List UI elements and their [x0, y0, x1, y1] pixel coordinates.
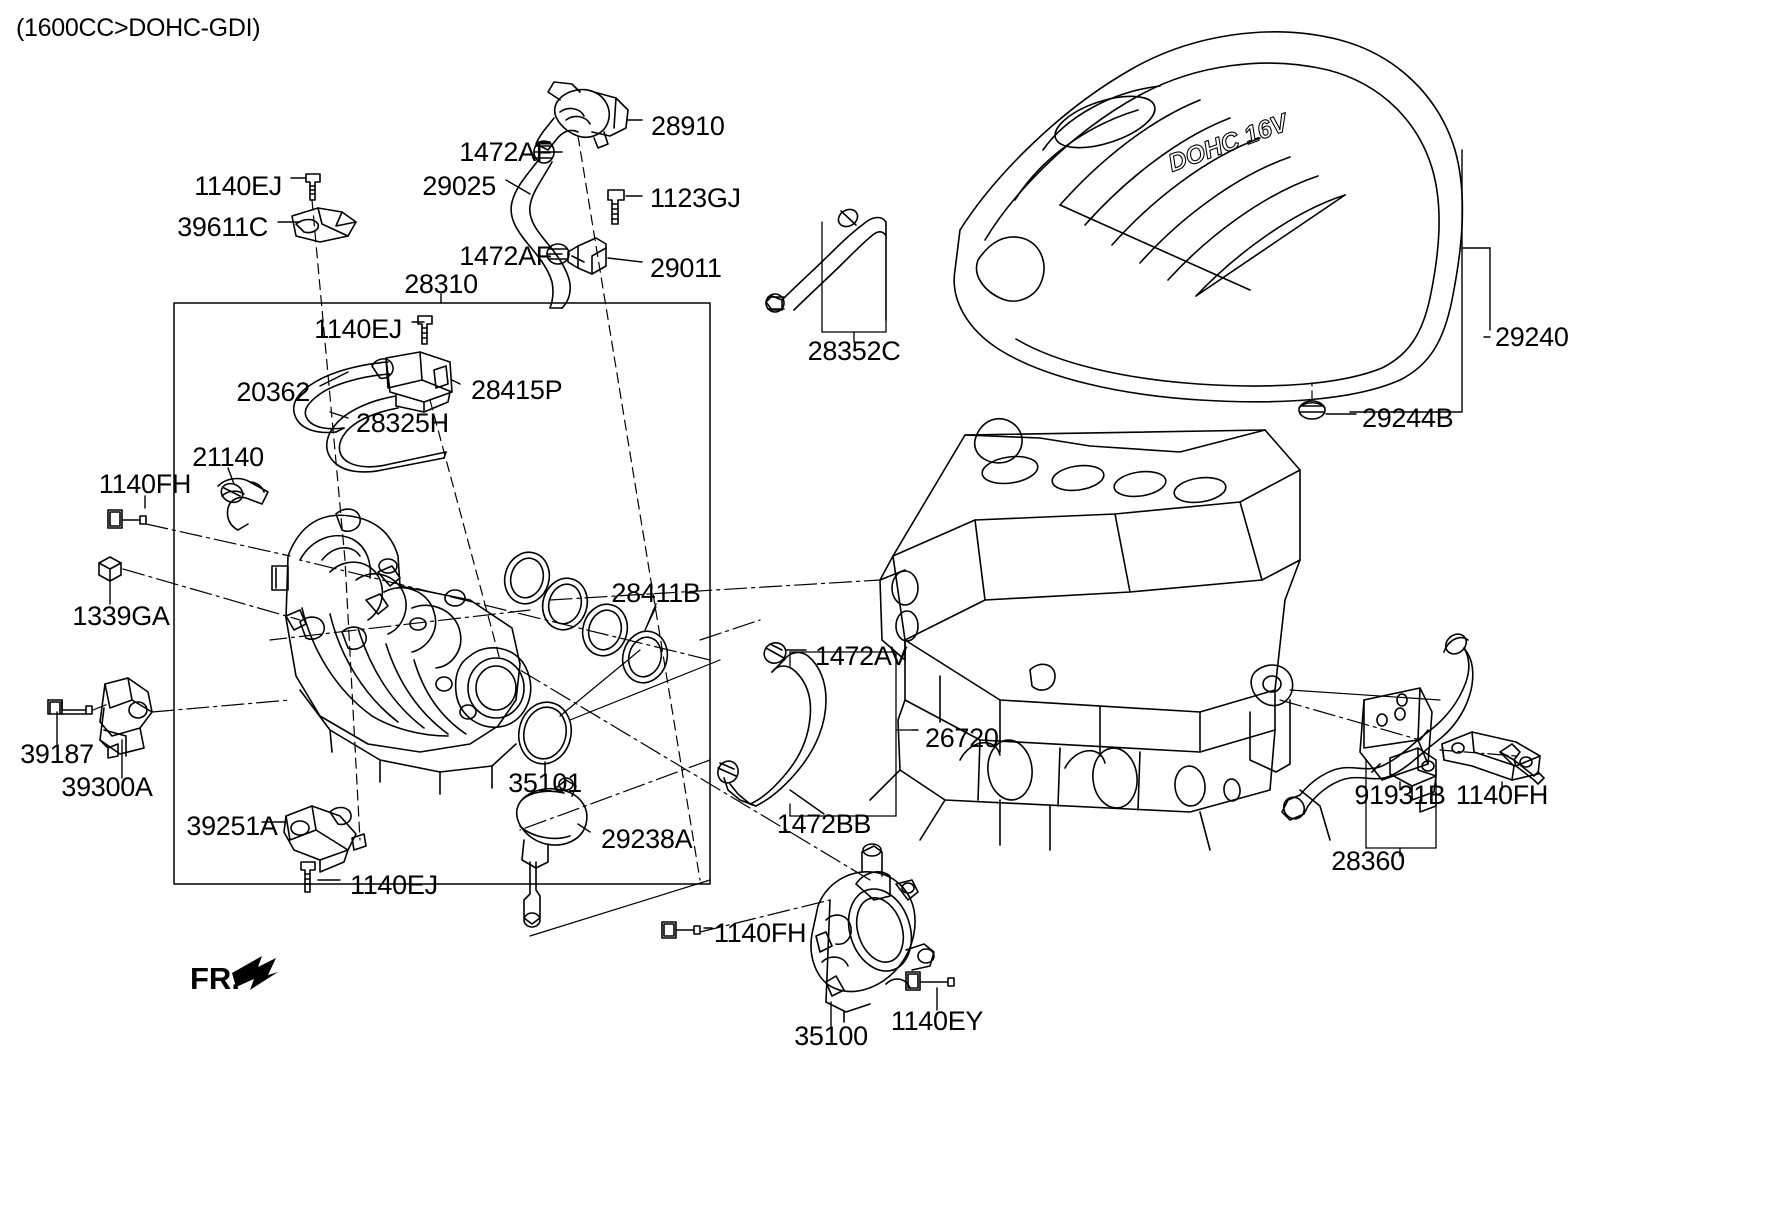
- sensor-39300A: [99, 677, 153, 759]
- callout-29238A: 29238A: [601, 824, 693, 854]
- callout-35100: 35100: [794, 1021, 868, 1051]
- bracket-39251A: [283, 805, 367, 873]
- hose-28352C: [765, 208, 887, 343]
- callout-29240: 29240: [1495, 322, 1569, 352]
- callout-1140EY: 1140EY: [890, 1006, 984, 1036]
- callout-28310: 28310: [404, 269, 478, 299]
- bracket-29011: [567, 237, 607, 275]
- callout-28360: 28360: [1331, 846, 1405, 876]
- bolt-1140EY: [905, 971, 955, 991]
- bolt-1123GJ: [607, 189, 625, 225]
- callout-39251A: 39251A: [186, 811, 278, 841]
- nut-1339GA: [98, 556, 122, 582]
- bolt-1140EJ-solenoid: [417, 315, 433, 345]
- callout-39300A: 39300A: [61, 772, 153, 802]
- callout-1472AF-upper: 1472AF: [459, 137, 552, 167]
- callout-39611C: 39611C: [177, 212, 268, 242]
- callout-39187: 39187: [20, 739, 94, 769]
- fr-orientation-label: FR.: [190, 961, 240, 996]
- bolt-1140FH-throttle: [661, 921, 701, 939]
- bolt-1140FH-left: [107, 509, 147, 529]
- gasket-set-28411B: [503, 551, 669, 684]
- purge-valve-28910: [535, 81, 629, 151]
- callout-29011: 29011: [650, 253, 722, 283]
- grommet-29244B: [1298, 400, 1326, 420]
- callout-28325H: 28325H: [356, 408, 449, 438]
- hose-26720: [717, 642, 913, 817]
- bolt-1140FH-right: [1499, 743, 1545, 785]
- callout-21140: 21140: [192, 442, 264, 472]
- leader-lines: [56, 119, 1517, 1027]
- callout-1140EJ-solenoid: 1140EJ: [314, 314, 402, 344]
- diagram-title: (1600CC>DOHC-GDI): [16, 14, 261, 42]
- bracket-39611C: [291, 207, 357, 243]
- hose-21140: [217, 477, 269, 531]
- callout-1472AV: 1472AV: [815, 641, 908, 671]
- callout-28910: 28910: [651, 111, 725, 141]
- group-box-28310: [173, 302, 711, 885]
- callout-1140EJ-bracket: 1140EJ: [350, 870, 438, 900]
- callout-1339GA: 1339GA: [72, 601, 170, 631]
- clip-91931B-2: [1441, 731, 1541, 781]
- engine-cover-29240: DOHC 16V: [953, 31, 1491, 420]
- actuator-29238A: [515, 777, 588, 928]
- manifold-small-bosses: [299, 508, 477, 720]
- bolt-1140EJ-bracket: [300, 861, 316, 893]
- solenoid-28415P: [371, 351, 453, 413]
- callout-1140FH-throttle: 1140FH: [714, 918, 807, 948]
- callout-29025: 29025: [422, 171, 496, 201]
- water-pipe-28360: [1281, 633, 1545, 857]
- throttle-body-35100: [810, 843, 935, 1023]
- callout-28411B: 28411B: [611, 578, 701, 608]
- hose-29025: [510, 157, 571, 309]
- bolt-39187: [47, 699, 93, 715]
- callout-1472BB: 1472BB: [776, 809, 872, 839]
- callout-20362: 20362: [236, 377, 310, 407]
- callout-26720: 26720: [925, 723, 999, 753]
- callout-1123GJ: 1123GJ: [650, 183, 741, 213]
- callout-1140EJ-top: 1140EJ: [194, 171, 282, 201]
- bolt-1140EJ-top: [305, 173, 321, 201]
- callout-29244B: 29244B: [1362, 403, 1454, 433]
- fr-direction-arrow: [232, 956, 278, 990]
- cylinder-head-assembly: [869, 417, 1331, 851]
- callout-1472AF-lower: 1472AF: [459, 241, 552, 271]
- intake-manifold-body: [271, 508, 532, 795]
- callout-1140FH-right: 1140FH: [1455, 780, 1549, 810]
- callout-35101: 35101: [508, 768, 582, 798]
- callout-28415P: 28415P: [471, 375, 563, 405]
- callout-1140FH-left: 1140FH: [98, 469, 192, 499]
- callout-91931B: 91931B: [1354, 780, 1446, 810]
- callout-28352C: 28352C: [807, 336, 901, 366]
